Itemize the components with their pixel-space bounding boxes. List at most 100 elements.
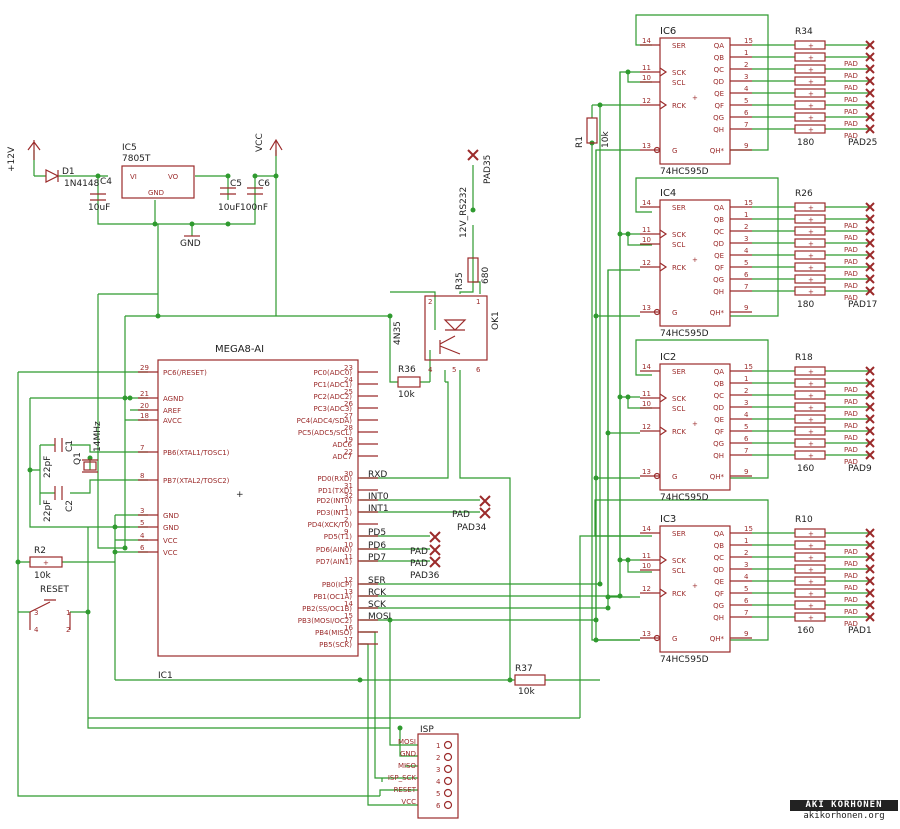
isp-name: ISP: [420, 725, 434, 735]
c2-label: C2: [65, 500, 75, 512]
mcu-ref: IC1: [158, 671, 173, 681]
junctions: [15, 69, 631, 731]
shift-pin-name: QG: [713, 440, 724, 448]
pad-x-icon: [865, 202, 875, 212]
author-name: AKI KORHONEN: [790, 800, 898, 811]
c2-value: 22pF: [43, 500, 53, 522]
mcu-pin-num: 16: [344, 624, 353, 632]
resistor-icon: [794, 202, 826, 212]
pad-label: PAD: [844, 120, 858, 128]
mcu-pin-name: PB5(SCK): [319, 641, 352, 649]
pad-x-icon: [865, 528, 875, 538]
pad-x-icon: [865, 238, 875, 248]
pad-x-icon: [865, 112, 875, 122]
pad-label: PAD: [844, 282, 858, 290]
shift-register-name: IC2: [660, 352, 676, 363]
vcc-label: VCC: [255, 133, 265, 152]
resistor-icon: [794, 64, 826, 74]
shift-pin-num: 13: [642, 468, 651, 476]
resistor-icon: [794, 402, 826, 412]
pad-x-icon: [865, 378, 875, 388]
shift-pin-num: 14: [642, 363, 651, 371]
pad-label: PAD: [844, 84, 858, 92]
pad-label: PAD: [844, 584, 858, 592]
mcu-pin-name: PC4(ADC4/SDA): [297, 417, 353, 425]
pad-x-icon: [865, 426, 875, 436]
mcu-pin-name: PC0(ADC0): [313, 369, 352, 377]
r35-value: 680: [481, 267, 491, 284]
diode-d1-icon: [45, 169, 60, 183]
resistor-array-value: 180: [797, 138, 814, 148]
isp-pin-name: VCC: [401, 798, 416, 806]
mcu-pin-num: 28: [344, 424, 353, 432]
reset-section: + R2 10k RESET 3 1 4 2: [29, 546, 71, 634]
shift-pin-num: 3: [744, 561, 748, 569]
mcu-pin-num: 19: [344, 436, 353, 444]
net-int1: INT1: [368, 504, 389, 514]
resistor-mark: +: [808, 252, 814, 260]
pad-x-icon: [865, 52, 875, 62]
mcu-pin-name: PC5(ADC5/SCL): [298, 429, 352, 437]
shift-pin-num: 12: [642, 259, 651, 267]
shift-pin-name: QH*: [710, 147, 725, 155]
mcu-pin-name: VCC: [163, 537, 178, 545]
shift-pin-num: 1: [744, 537, 748, 545]
isp-pin-icon: [443, 776, 453, 786]
pad-label: PAD: [844, 596, 858, 604]
pad-label: PAD: [844, 434, 858, 442]
shift-pin-num: 3: [744, 399, 748, 407]
c1-label: C1: [65, 440, 75, 452]
shift-pin-name: G: [672, 473, 677, 481]
shift-registers: IC674HC595D+14SER11SCK10SCL12RCK13G15QA+…: [640, 26, 877, 665]
shift-pin-name: QA: [714, 368, 725, 376]
resistor-mark: +: [808, 126, 814, 134]
shift-pin-name: QG: [713, 114, 724, 122]
resistor-icon: [794, 250, 826, 260]
pad-int1-label: PAD: [452, 510, 470, 520]
mcu-pin-num: 18: [140, 412, 149, 420]
ic5-label: IC5: [122, 143, 137, 153]
clock-icon: [659, 555, 668, 565]
mcu-pin-name: GND: [163, 512, 179, 520]
mcu-pin-num: 14: [344, 600, 353, 608]
resistor-icon: [794, 600, 826, 610]
pad-label: PAD: [844, 258, 858, 266]
r35-label: R35: [455, 272, 465, 290]
pad-x-icon: [865, 286, 875, 296]
shift-register-part: 74HC595D: [660, 167, 709, 177]
isp-pin-num: 3: [436, 766, 440, 774]
c5-label: C5: [230, 179, 242, 189]
pad-x-icon: [865, 612, 875, 622]
pad-label: PAD: [844, 132, 858, 140]
author-site: akikorhonen.org: [803, 811, 885, 821]
resistor-r2-icon: [29, 556, 63, 568]
resistor-icon: [794, 612, 826, 622]
mcu-pin-name: PC2(ADC2): [313, 393, 352, 401]
shift-pin-num: 15: [744, 525, 753, 533]
pad-label: PAD: [844, 398, 858, 406]
shift-register-ic4: IC474HC595D+14SER11SCK10SCL12RCK13G15QA+…: [640, 188, 877, 339]
cap-c2-icon: [54, 486, 63, 500]
shift-pin-name: QA: [714, 42, 725, 50]
shift-pin-num: 2: [744, 387, 748, 395]
shift-pin-name: QF: [714, 590, 724, 598]
mcu-pin-num: 27: [344, 412, 353, 420]
mcu-pin-num: 10: [344, 541, 353, 549]
shift-pin-num: 13: [642, 630, 651, 638]
shift-pin-name: QG: [713, 276, 724, 284]
resistor-r37-icon: [514, 674, 546, 686]
resistor-icon: [794, 52, 826, 62]
mcu-pin-name: PB2(SS/OC1B): [302, 605, 352, 613]
net-int0: INT0: [368, 492, 389, 502]
shift-pin-num: 9: [744, 304, 748, 312]
ok1-pin4: 4: [428, 366, 433, 374]
resistor-mark: +: [808, 392, 814, 400]
resistor-mark: +: [808, 288, 814, 296]
mcu-pin-name: PD6(AIN0): [316, 546, 352, 554]
resistor-mark: +: [808, 530, 814, 538]
reset-label: RESET: [40, 585, 69, 595]
cap-c6-icon: [247, 187, 263, 195]
pad-label: PAD: [844, 560, 858, 568]
shift-pin-num: 10: [642, 236, 651, 244]
shift-pin-num: 7: [744, 121, 748, 129]
